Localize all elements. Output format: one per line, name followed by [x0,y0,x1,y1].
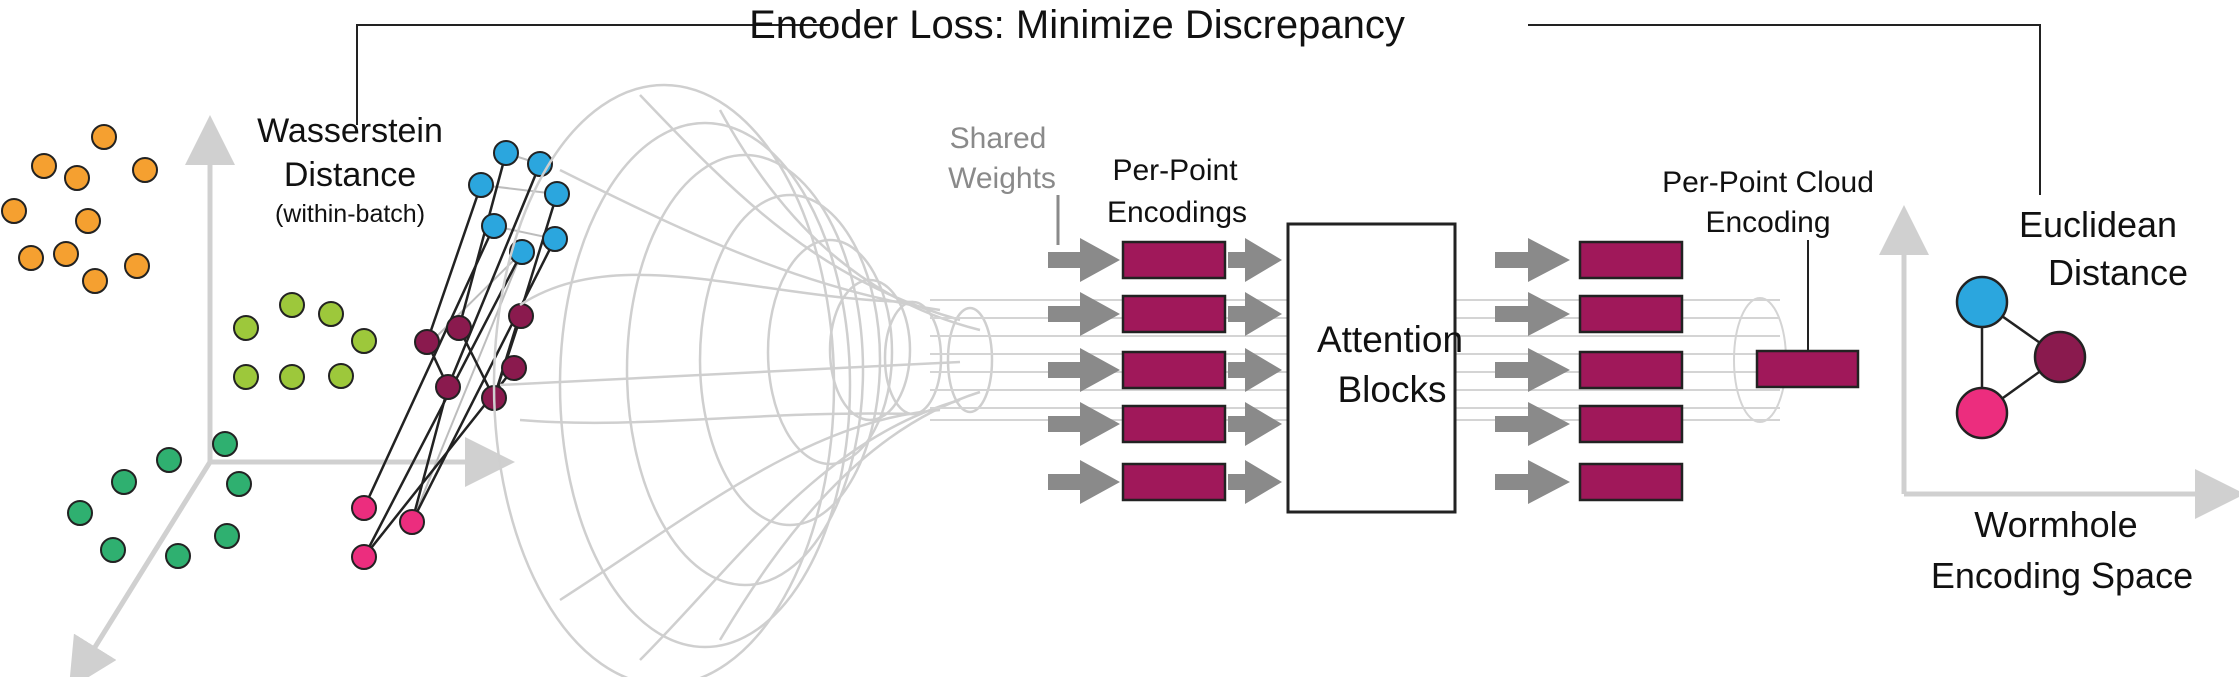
lime-point-cluster [233,292,377,390]
encoder-loss-title: Encoder Loss: Minimize Discrepancy [749,3,1405,47]
wormhole-funnel [492,83,994,677]
post-attention-arrows [1495,238,1570,504]
attention-label-line1: Attention [1317,319,1463,360]
wasserstein-label-line2: Distance [284,156,416,194]
cloud-encoding-line2: Encoding [1705,206,1830,239]
wasserstein-label-line1: Wasserstein [257,112,443,150]
shared-weights-line1: Shared [950,122,1047,155]
euclidean-triangle [1955,275,2087,440]
cloud-encoding-line1: Per-Point Cloud [1662,166,1874,199]
wormhole-space-line1: Wormhole [1974,504,2137,545]
per-point-encoding-boxes [1121,240,1227,502]
per-point-encodings-line1: Per-Point [1112,154,1238,187]
orange-point-cluster [1,124,158,294]
encoding-space-axes [1879,205,2239,519]
green-point-cluster [67,431,252,569]
cloud-encoding-box [1755,349,1860,389]
encoding-point-blue [1955,275,2009,329]
pre-attention-arrows [1228,238,1282,504]
euclidean-label-line1: Euclidean [2019,204,2177,245]
loss-bracket [356,24,2041,195]
shared-weights-line2: Weights [948,162,1056,195]
encoding-point-plum [2033,330,2087,384]
wasserstein-label-line3: (within-batch) [275,200,425,228]
batch-points-pink [351,495,425,570]
euclidean-label-line2: Distance [2048,252,2188,293]
input-arrows [1048,238,1120,504]
per-point-encodings-line2: Encodings [1107,196,1247,229]
output-encoding-boxes [1578,240,1684,502]
attention-label-line2: Blocks [1338,369,1447,410]
encoding-point-pink [1955,386,2009,440]
wormhole-space-line2: Encoding Space [1931,555,2193,596]
attention-blocks-box [1286,222,1457,514]
